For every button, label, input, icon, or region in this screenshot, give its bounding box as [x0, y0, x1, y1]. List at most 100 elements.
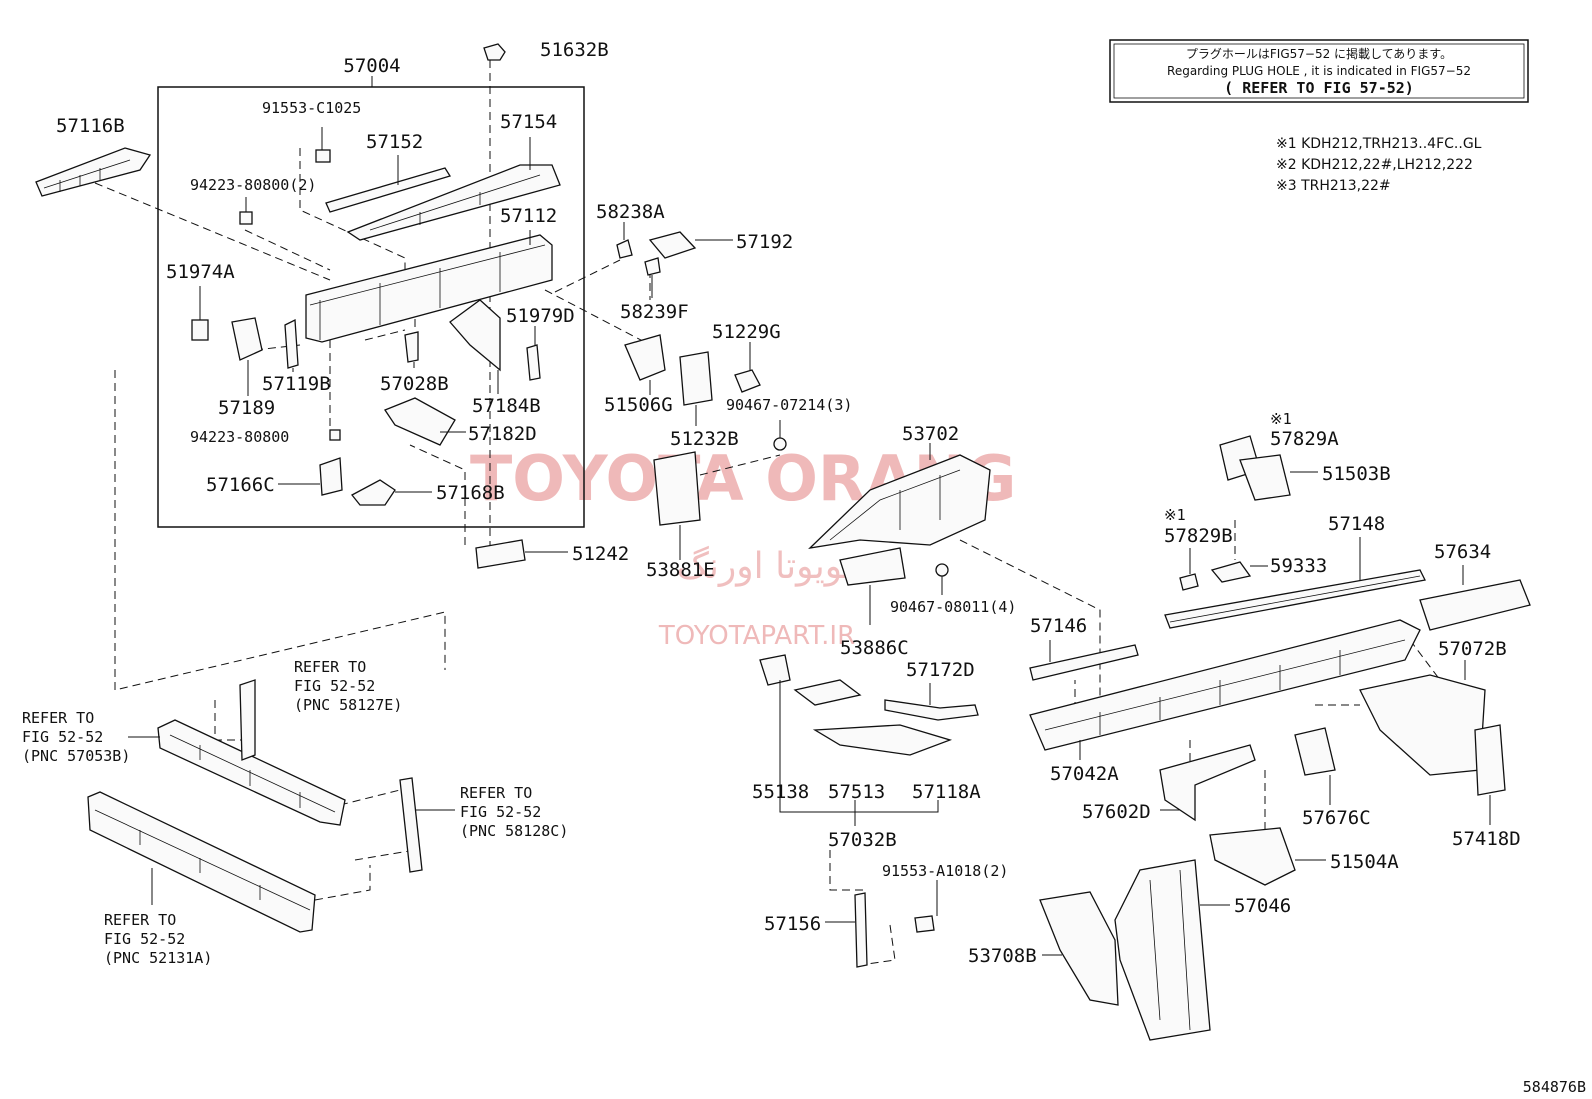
- part-57418D[interactable]: [1474, 724, 1506, 825]
- assembly-box-57004: [157, 76, 585, 528]
- part-57118A[interactable]: [812, 724, 953, 756]
- part-53702[interactable]: [808, 443, 991, 549]
- part-57146[interactable]: [1029, 640, 1139, 681]
- part-53881E[interactable]: [653, 451, 701, 560]
- label-90467-07214-3: 90467-07214(3): [726, 396, 852, 414]
- part-59333[interactable]: [1210, 561, 1268, 583]
- part-57072B[interactable]: [1359, 660, 1486, 776]
- label-57118A: 57118A: [912, 781, 981, 803]
- part-57042A[interactable]: [1029, 619, 1421, 760]
- label-51506G: 51506G: [604, 394, 673, 416]
- part-55138[interactable]: [759, 654, 791, 686]
- part-reinforcement-58127E[interactable]: [239, 679, 256, 761]
- part-bumper-reinforcement-52131A[interactable]: [87, 791, 316, 933]
- part-57156[interactable]: [825, 892, 868, 968]
- part-57046[interactable]: [1114, 859, 1230, 1041]
- label-57112: 57112: [500, 205, 557, 227]
- part-51503B[interactable]: [1239, 454, 1318, 501]
- part-57829B[interactable]: [1179, 548, 1199, 591]
- part-51242[interactable]: [475, 539, 568, 569]
- label-51232B: 51232B: [670, 428, 739, 450]
- label-59333: 59333: [1270, 555, 1327, 577]
- note-line-2: Regarding PLUG HOLE , it is indicated in…: [1167, 64, 1471, 78]
- label-57184B: 57184B: [472, 395, 541, 417]
- part-90467-07214[interactable]: [773, 420, 787, 451]
- label-90467-08011-4: 90467-08011(4): [890, 598, 1016, 616]
- refer-52131A-line-3: (PNC 52131A): [104, 949, 212, 967]
- part-reinforcement-58128C[interactable]: [399, 777, 423, 873]
- part-57154[interactable]: [346, 137, 561, 241]
- part-57148[interactable]: [1164, 537, 1426, 629]
- label-57152: 57152: [366, 131, 423, 153]
- part-53886C[interactable]: [839, 547, 906, 625]
- part-57513[interactable]: [793, 679, 862, 706]
- part-57634[interactable]: [1419, 565, 1531, 631]
- part-51632B[interactable]: [483, 43, 506, 61]
- label-57418D: 57418D: [1452, 828, 1521, 850]
- label-57166C: 57166C: [206, 474, 275, 496]
- label-57156: 57156: [764, 913, 821, 935]
- part-reinforcement-57053B[interactable]: [157, 719, 346, 826]
- part-57182D[interactable]: [384, 397, 466, 446]
- refer-58127E-line-3: (PNC 58127E): [294, 696, 402, 714]
- part-91553-C1025[interactable]: [315, 127, 331, 163]
- part-57192[interactable]: [648, 231, 733, 259]
- label-57028B: 57028B: [380, 373, 449, 395]
- label-51979D: 51979D: [506, 305, 575, 327]
- part-58239F[interactable]: [644, 257, 661, 298]
- part-57184B[interactable]: [449, 299, 501, 394]
- part-57168B[interactable]: [351, 479, 432, 506]
- label-58238A: 58238A: [596, 201, 665, 223]
- part-94223-80800-upper[interactable]: [239, 197, 253, 225]
- part-51979D[interactable]: [526, 326, 541, 381]
- marker-57829B: ※1: [1164, 506, 1186, 524]
- label-57146: 57146: [1030, 615, 1087, 637]
- part-51974A[interactable]: [191, 286, 209, 341]
- label-57634: 57634: [1434, 541, 1491, 563]
- note-line-1: プラグホールはFIG57−52 に掲載してあります。: [1186, 46, 1452, 61]
- refer-52131A-line-1: REFER TO: [104, 911, 176, 929]
- label-57676C: 57676C: [1302, 807, 1371, 829]
- label-57072B: 57072B: [1438, 638, 1507, 660]
- part-57119B[interactable]: [284, 318, 299, 372]
- label-51974A: 51974A: [166, 261, 235, 283]
- part-57112[interactable]: [305, 230, 553, 343]
- part-94223-80800-lower[interactable]: [329, 429, 341, 441]
- note-line-3: ( REFER TO FIG 57-52): [1224, 79, 1414, 97]
- label-53881E: 53881E: [646, 559, 715, 581]
- part-53708B[interactable]: [1039, 891, 1119, 1006]
- part-57676C[interactable]: [1294, 727, 1336, 805]
- part-57166C[interactable]: [278, 457, 343, 496]
- part-91553-A1018[interactable]: [914, 880, 938, 933]
- part-58238A[interactable]: [616, 222, 633, 259]
- part-57028B[interactable]: [404, 331, 419, 368]
- label-91553-C1025: 91553-C1025: [262, 99, 361, 117]
- part-57152[interactable]: [325, 155, 452, 213]
- watermark-url: TOYOTAPART.IR: [658, 621, 855, 651]
- label-57602D: 57602D: [1082, 801, 1151, 823]
- label-51504A: 51504A: [1330, 851, 1399, 873]
- part-51232B[interactable]: [679, 351, 713, 426]
- part-90467-08011[interactable]: [935, 563, 949, 595]
- label-57046: 57046: [1234, 895, 1291, 917]
- refer-note-58127E: REFER TO FIG 52-52 (PNC 58127E): [294, 658, 402, 714]
- label-51632B: 51632B: [540, 39, 609, 61]
- label-57829B: 57829B: [1164, 525, 1233, 547]
- label-51242: 51242: [572, 543, 629, 565]
- part-51229G[interactable]: [734, 342, 761, 393]
- label-57032B: 57032B: [828, 829, 897, 851]
- part-51506G[interactable]: [624, 334, 666, 395]
- part-57189[interactable]: [231, 317, 263, 396]
- part-57172D[interactable]: [884, 683, 979, 721]
- part-57116B[interactable]: [35, 147, 152, 197]
- legend-item-3: ※3 TRH213,22#: [1276, 178, 1391, 194]
- figure-id: 584876B: [1523, 1078, 1586, 1096]
- refer-57053B-line-2: FIG 52-52: [22, 728, 103, 746]
- refer-58128C-line-3: (PNC 58128C): [460, 822, 568, 840]
- part-51504A[interactable]: [1209, 827, 1326, 886]
- label-55138: 55138: [752, 781, 809, 803]
- part-labels: 57004 51632B 57116B 91553-C1025 57152 57…: [56, 39, 1521, 967]
- refer-58127E-line-2: FIG 52-52: [294, 677, 375, 695]
- part-57602D[interactable]: [1159, 744, 1256, 822]
- label-94223-80800-2: 94223-80800(2): [190, 176, 316, 194]
